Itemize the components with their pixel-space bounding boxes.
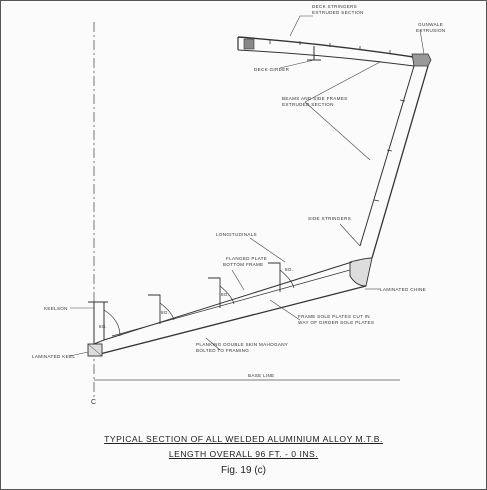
side-stringers-label: SIDE STRINGERS [308,216,351,221]
deck-stringer-ticks [269,40,391,54]
bottom-shell-outer [91,285,367,357]
laminated-chine [349,257,373,287]
frame-mark-floor-3: 8G. [285,267,293,272]
leader-lines [69,15,425,357]
caption-title: TYPICAL SECTION OF ALL WELDED ALUMINIUM … [104,434,383,444]
floor-bracket-2 [219,285,235,305]
longitudinals-label: LONGITUDINALS [216,232,257,237]
base-line-label: BASE LINE [248,373,274,378]
extruded-section-top-label: EXTRUDED SECTION [312,10,364,15]
planking-label-2: BOLTED TO FRAMING [196,348,249,353]
figure-number: Fig. 19 (c) [220,465,266,476]
keelson-label: KEELSON [44,306,68,311]
frame-mark-floor-2: 8G. [221,292,229,297]
frame-mark-keelson: 8G. [99,324,107,329]
longitudinal-floors [148,262,281,324]
laminated-keel-label: LAMINATED KEEL [32,354,75,359]
caption-length: LENGTH OVERALL 96 FT. - 0 INS. [168,449,319,459]
keel-cross [87,343,103,357]
laminated-chine-label: LAMINATED CHINE [380,287,426,292]
bottom-frame-line [103,261,353,341]
deck-outline [237,36,421,59]
extrusion-label: EXTRUSION [416,28,446,33]
beams-and-side-frames-label: BEAMS AND SIDE FRAMES [282,96,348,101]
centre-line-mark: C [91,399,96,406]
deck-underside [237,49,415,67]
flanged-plate-label: FLANGED PLATE [226,256,267,261]
floor-bracket-3 [279,269,295,289]
extruded-section-side-label: EXTRUDED SECTION [282,102,334,107]
side-frame-inner [359,65,415,247]
frame-sole-label-1: FRAME SOLE PLATES CUT IN [298,314,370,319]
floor-bracket-1 [159,302,175,321]
keelson-bracket [103,309,121,337]
gunwale-extrusion [411,53,432,67]
frame-mark-floor-1: 8G. [161,310,169,315]
deck-stringer-block [243,38,255,50]
planking-label-1: PLANKING DOUBLE SKIN MAHOGANY [196,342,288,347]
frame-sole-label-2: WAY OF GIRDER SOLE PLATES [298,320,374,325]
bottom-inner-line [111,269,351,337]
keelson [93,301,105,345]
side-shell-outer [371,65,429,259]
bottom-frame-label: BOTTOM FRAME [223,262,264,267]
deck-stringers-label: DECK STRINGERS [312,4,357,9]
deck-girder-label: DECK GIRDER [254,67,290,72]
side-stringer-ticks [373,99,406,202]
gunwale-label: GUNWALE [418,22,443,27]
